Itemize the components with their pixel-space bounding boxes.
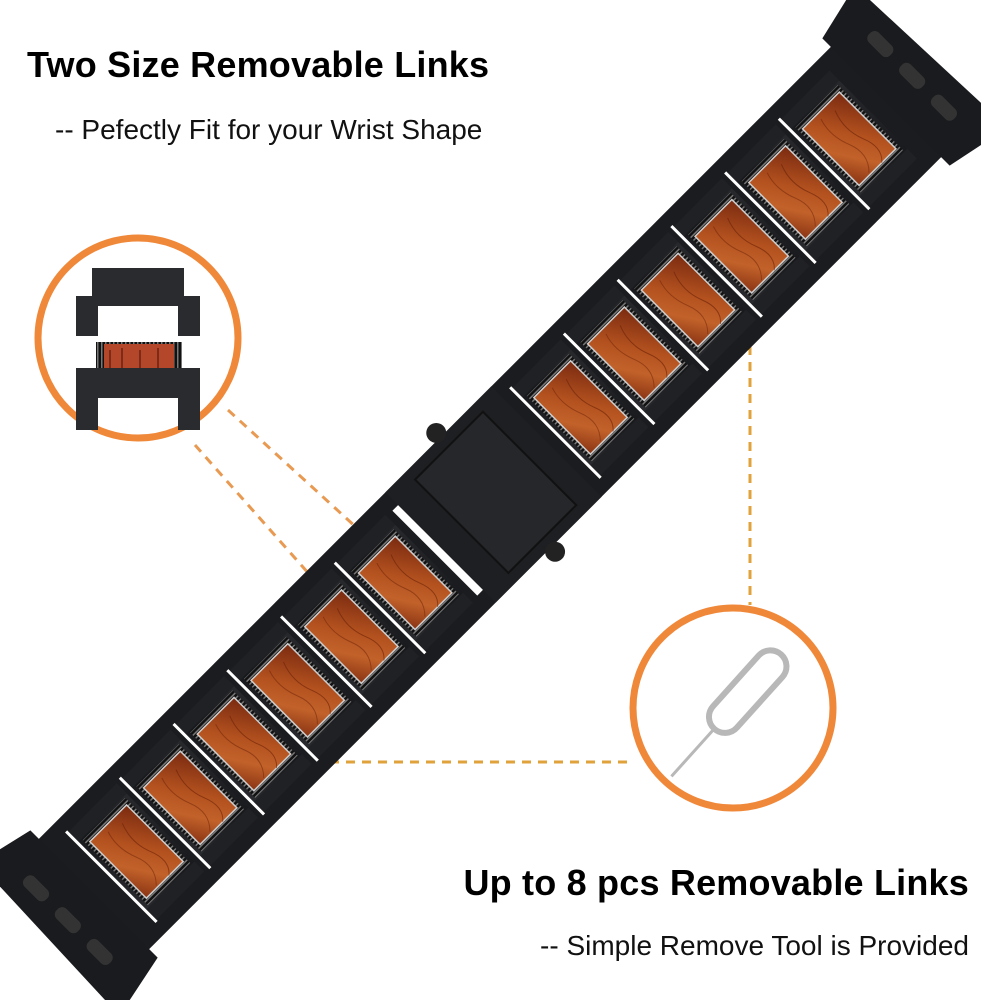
sim-pin-tool-icon — [670, 647, 790, 778]
bottom-caption-subtitle: -- Simple Remove Tool is Provided — [540, 930, 969, 961]
remove-tool-callout — [629, 604, 837, 812]
top-caption-title: Two Size Removable Links — [27, 44, 490, 85]
lug-adapter-top — [822, 0, 981, 166]
lug-adapter-bottom — [0, 830, 158, 1000]
bottom-caption-title: Up to 8 pcs Removable Links — [463, 862, 969, 903]
removable-link-icon — [76, 268, 200, 430]
link-detail-callout — [34, 234, 242, 442]
dashed-guide-lines — [193, 408, 372, 576]
top-caption-subtitle: -- Pefectly Fit for your Wrist Shape — [55, 114, 483, 145]
butterfly-clasp — [385, 386, 602, 603]
